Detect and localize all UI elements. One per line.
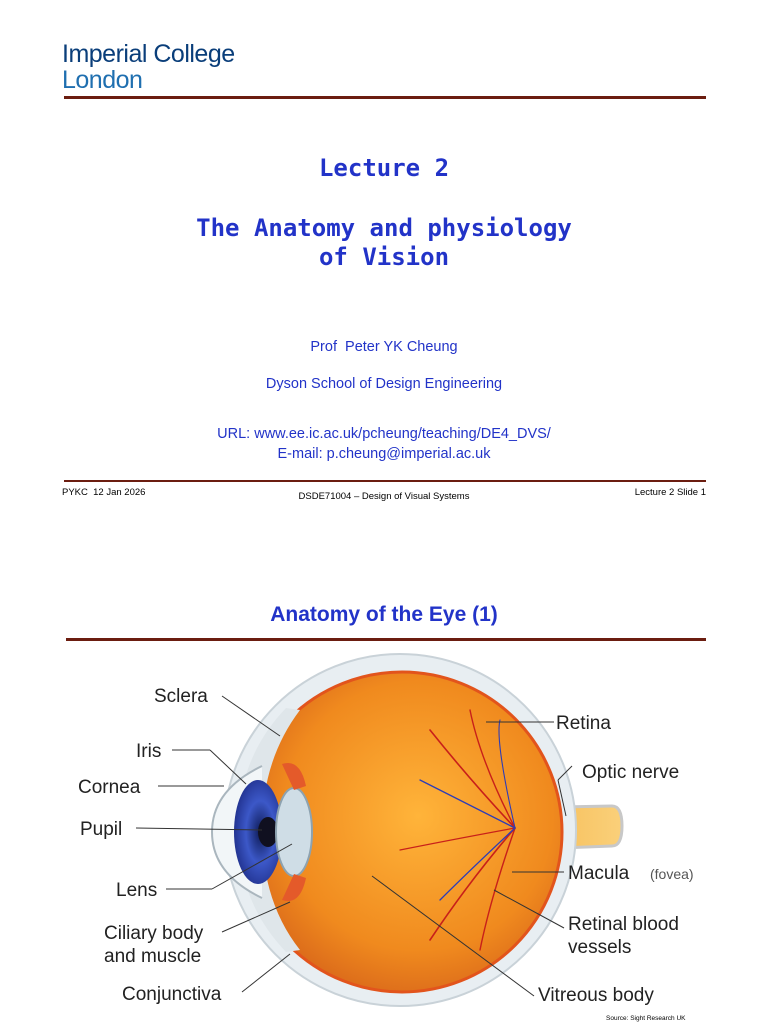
label-fovea: (fovea) bbox=[650, 866, 694, 882]
lens-shape bbox=[276, 788, 312, 876]
header-rule bbox=[64, 96, 706, 99]
label-macula: Macula bbox=[568, 863, 630, 884]
anatomy-slide: Anatomy of the Eye (1) bbox=[0, 540, 768, 1024]
label-iris: Iris bbox=[136, 741, 161, 762]
label-optic-nerve: Optic nerve bbox=[582, 762, 679, 783]
label-conjunctiva: Conjunctiva bbox=[122, 984, 222, 1005]
course-url: URL: www.ee.ic.ac.uk/pcheung/teaching/DE… bbox=[0, 426, 768, 442]
label-retina: Retina bbox=[556, 713, 611, 734]
lecture-title: The Anatomy and physiology of Vision bbox=[0, 214, 768, 272]
label-lens: Lens bbox=[116, 880, 157, 901]
label-vessels: vessels bbox=[568, 937, 631, 958]
label-sclera: Sclera bbox=[154, 686, 208, 707]
imperial-logo: Imperial College London bbox=[62, 42, 235, 93]
label-cornea: Cornea bbox=[78, 777, 141, 798]
label-ciliary-body: Ciliary body bbox=[104, 923, 204, 944]
label-pupil: Pupil bbox=[80, 819, 122, 840]
footer-rule bbox=[64, 480, 706, 482]
slide-title: Anatomy of the Eye (1) bbox=[0, 603, 768, 627]
lecture-title-line2: of Vision bbox=[0, 243, 768, 272]
author-email: E-mail: p.cheung@imperial.ac.uk bbox=[0, 446, 768, 462]
lecture-title-line1: The Anatomy and physiology bbox=[0, 214, 768, 243]
author-name: Prof Peter YK Cheung bbox=[0, 339, 768, 355]
lecture-number: Lecture 2 bbox=[0, 154, 768, 182]
image-source: Source: Sight Research UK bbox=[606, 1015, 686, 1022]
footer-slide-number: Lecture 2 Slide 1 bbox=[635, 487, 706, 498]
logo-line2: London bbox=[62, 68, 235, 93]
label-vitreous-body: Vitreous body bbox=[538, 985, 654, 1006]
title-slide: Imperial College London Lecture 2 The An… bbox=[0, 0, 768, 540]
school-name: Dyson School of Design Engineering bbox=[0, 376, 768, 392]
eye-anatomy-diagram: Sclera Iris Cornea Pupil Lens Ciliary bo… bbox=[0, 640, 768, 1024]
label-and-muscle: and muscle bbox=[104, 946, 201, 967]
label-retinal-blood: Retinal blood bbox=[568, 914, 679, 935]
logo-line1: Imperial College bbox=[62, 42, 235, 67]
